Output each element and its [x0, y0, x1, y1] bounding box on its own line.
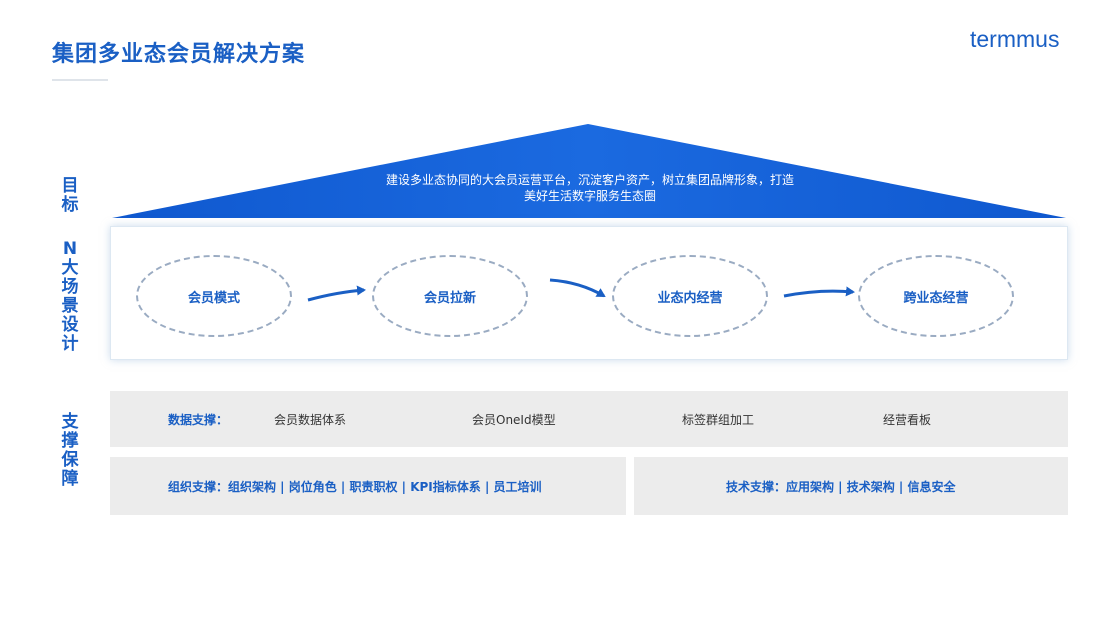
- scenario-in-format-operation: 业态内经营: [612, 255, 768, 337]
- side-label-support-text: 支 撑 保 障: [61, 412, 79, 489]
- tech-support-text: 技术支撑：应用架构 | 技术架构 | 信息安全: [726, 479, 956, 494]
- scenario-label: 业态内经营: [657, 290, 723, 306]
- side-label-scenarios: N 大 场 景 设 计: [55, 240, 85, 354]
- page-title: 集团多业态会员解决方案: [52, 42, 306, 67]
- side-label-scenarios-text: N 大 场 景 设 计: [61, 239, 79, 354]
- title-underline: [52, 79, 108, 81]
- goal-text-line1: 建设多业态协同的大会员运营平台，沉淀客户资产，树立集团品牌形象，打造: [385, 173, 794, 187]
- side-label-support: 支 撑 保 障: [55, 413, 85, 489]
- goal-text: 建设多业态协同的大会员运营平台，沉淀客户资产，树立集团品牌形象，打造 美好生活数…: [330, 172, 850, 204]
- scenario-label: 会员拉新: [423, 290, 476, 306]
- data-support-item: 标签群组加工: [682, 412, 755, 427]
- arrow-3-icon: [783, 286, 855, 298]
- data-support-item: 会员OneId模型: [472, 412, 556, 427]
- arrow-1-icon: [307, 285, 366, 302]
- termmus-logo: termmus: [970, 26, 1060, 52]
- side-label-goal: 目 标: [55, 177, 85, 215]
- goal-roof: [112, 124, 1066, 218]
- scenario-label: 会员模式: [187, 290, 240, 306]
- scenario-cross-format-operation: 跨业态经营: [858, 255, 1014, 337]
- data-support-item: 经营看板: [883, 412, 932, 427]
- arrow-2-icon: [549, 278, 606, 298]
- scenario-member-mode: 会员模式: [136, 255, 292, 337]
- org-support-row: 组织支撑：组织架构 | 岗位角色 | 职责职权 | KPI指标体系 | 员工培训: [110, 457, 626, 515]
- data-support-item: 会员数据体系: [274, 412, 347, 427]
- scenario-member-acquisition: 会员拉新: [372, 255, 528, 337]
- scenario-label: 跨业态经营: [903, 290, 969, 306]
- goal-text-line2: 美好生活数字服务生态圈: [523, 189, 656, 203]
- data-support-label: 数据支撑：: [168, 412, 229, 427]
- goal-roof-shape: [112, 124, 1066, 218]
- org-support-text: 组织支撑：组织架构 | 岗位角色 | 职责职权 | KPI指标体系 | 员工培训: [168, 479, 542, 494]
- side-label-goal-text: 目 标: [61, 176, 79, 215]
- tech-support-row: 技术支撑：应用架构 | 技术架构 | 信息安全: [634, 457, 1068, 515]
- data-support-row: 数据支撑： 会员数据体系 会员OneId模型 标签群组加工 经营看板: [110, 391, 1068, 447]
